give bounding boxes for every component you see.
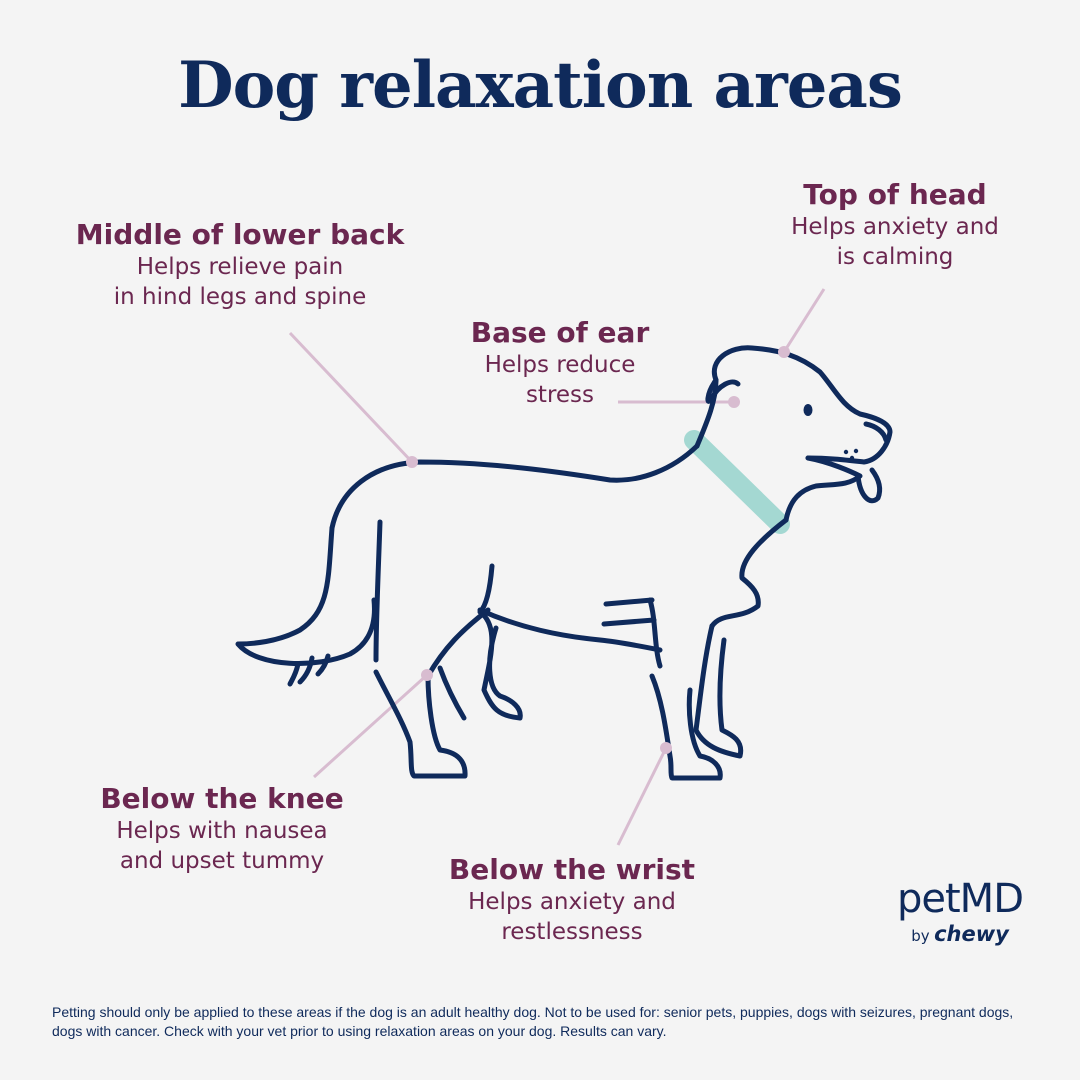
callout-heading: Top of head bbox=[803, 178, 987, 211]
callout-below-knee: Below the knee Helps with nausea and ups… bbox=[90, 782, 354, 876]
dog-ear bbox=[705, 377, 741, 404]
dog-whisker-dot-2 bbox=[849, 455, 855, 461]
page-title: Dog relaxation areas bbox=[178, 48, 903, 123]
leader-line-top-head bbox=[782, 288, 826, 353]
callout-heading: Below the wrist bbox=[448, 853, 696, 886]
dog-chest-fur-2 bbox=[601, 617, 657, 627]
callout-description: Helps reduce stress bbox=[484, 352, 636, 408]
logo-byline: by chewy bbox=[880, 922, 1040, 946]
dog-tail-fur-2 bbox=[315, 653, 331, 677]
callout-lower-back: Middle of lower back Helps relieve pain … bbox=[60, 218, 420, 312]
leader-line-below-wrist bbox=[616, 747, 668, 846]
logo-brand: petMD bbox=[897, 876, 1024, 922]
pressure-points bbox=[406, 346, 790, 754]
dog-front-rear-leg bbox=[477, 563, 523, 721]
callout-description: Helps relieve pain in hind legs and spin… bbox=[113, 254, 367, 310]
dog-tail bbox=[235, 525, 377, 666]
point-lower-back bbox=[406, 456, 418, 468]
logo-by: by bbox=[911, 927, 930, 945]
dog-back-rear-leg bbox=[373, 607, 491, 779]
point-base-ear bbox=[728, 396, 740, 408]
callout-heading: Below the knee bbox=[100, 782, 344, 815]
dog-front-leg-near bbox=[649, 673, 723, 781]
dog-head bbox=[711, 345, 893, 465]
dog-rear-leg-inner bbox=[437, 665, 467, 721]
dog-face-details bbox=[803, 404, 859, 461]
callout-description: Helps anxiety and restlessness bbox=[468, 889, 676, 945]
dog-rear-thigh bbox=[373, 519, 383, 663]
dog-chest-fur-1 bbox=[603, 597, 655, 607]
dog-belly bbox=[477, 607, 663, 653]
dog-nose bbox=[863, 421, 889, 443]
logo-partner: chewy bbox=[934, 922, 1009, 946]
point-top-head bbox=[778, 346, 790, 358]
leader-line-lower-back bbox=[288, 331, 414, 464]
disclaimer: Petting should only be applied to these … bbox=[52, 1004, 1014, 1039]
callout-heading: Middle of lower back bbox=[75, 218, 405, 251]
leader-line-below-knee bbox=[312, 673, 429, 779]
dog-jaw bbox=[783, 455, 863, 523]
dog-back bbox=[329, 443, 700, 531]
dog-tail-fur-3 bbox=[287, 661, 301, 687]
callout-heading: Base of ear bbox=[470, 316, 650, 349]
dog-tongue bbox=[855, 467, 883, 504]
callout-base-ear: Base of ear Helps reduce stress bbox=[450, 316, 670, 410]
leader-lines bbox=[288, 288, 826, 846]
petmd-logo: petMD by chewy bbox=[880, 876, 1040, 946]
callout-top-head: Top of head Helps anxiety and is calming bbox=[760, 178, 1030, 272]
dog-tail-fur-1 bbox=[297, 655, 315, 685]
callout-description: Helps with nausea and upset tummy bbox=[116, 818, 328, 874]
dog-whisker-dot-3 bbox=[853, 448, 859, 454]
dog-chest-fur-3 bbox=[647, 597, 663, 669]
dog-neck bbox=[694, 377, 719, 449]
collar bbox=[684, 430, 790, 534]
dog-whisker-dot-1 bbox=[843, 449, 849, 455]
point-below-knee bbox=[421, 669, 433, 681]
callout-below-wrist: Below the wrist Helps anxiety and restle… bbox=[440, 853, 704, 947]
dog-chest bbox=[709, 517, 789, 629]
point-below-wrist bbox=[660, 742, 672, 754]
dog-front-leg-far bbox=[693, 623, 744, 759]
callout-description: Helps anxiety and is calming bbox=[791, 214, 999, 270]
dog-outline bbox=[235, 345, 893, 781]
dog-eye bbox=[803, 404, 813, 416]
